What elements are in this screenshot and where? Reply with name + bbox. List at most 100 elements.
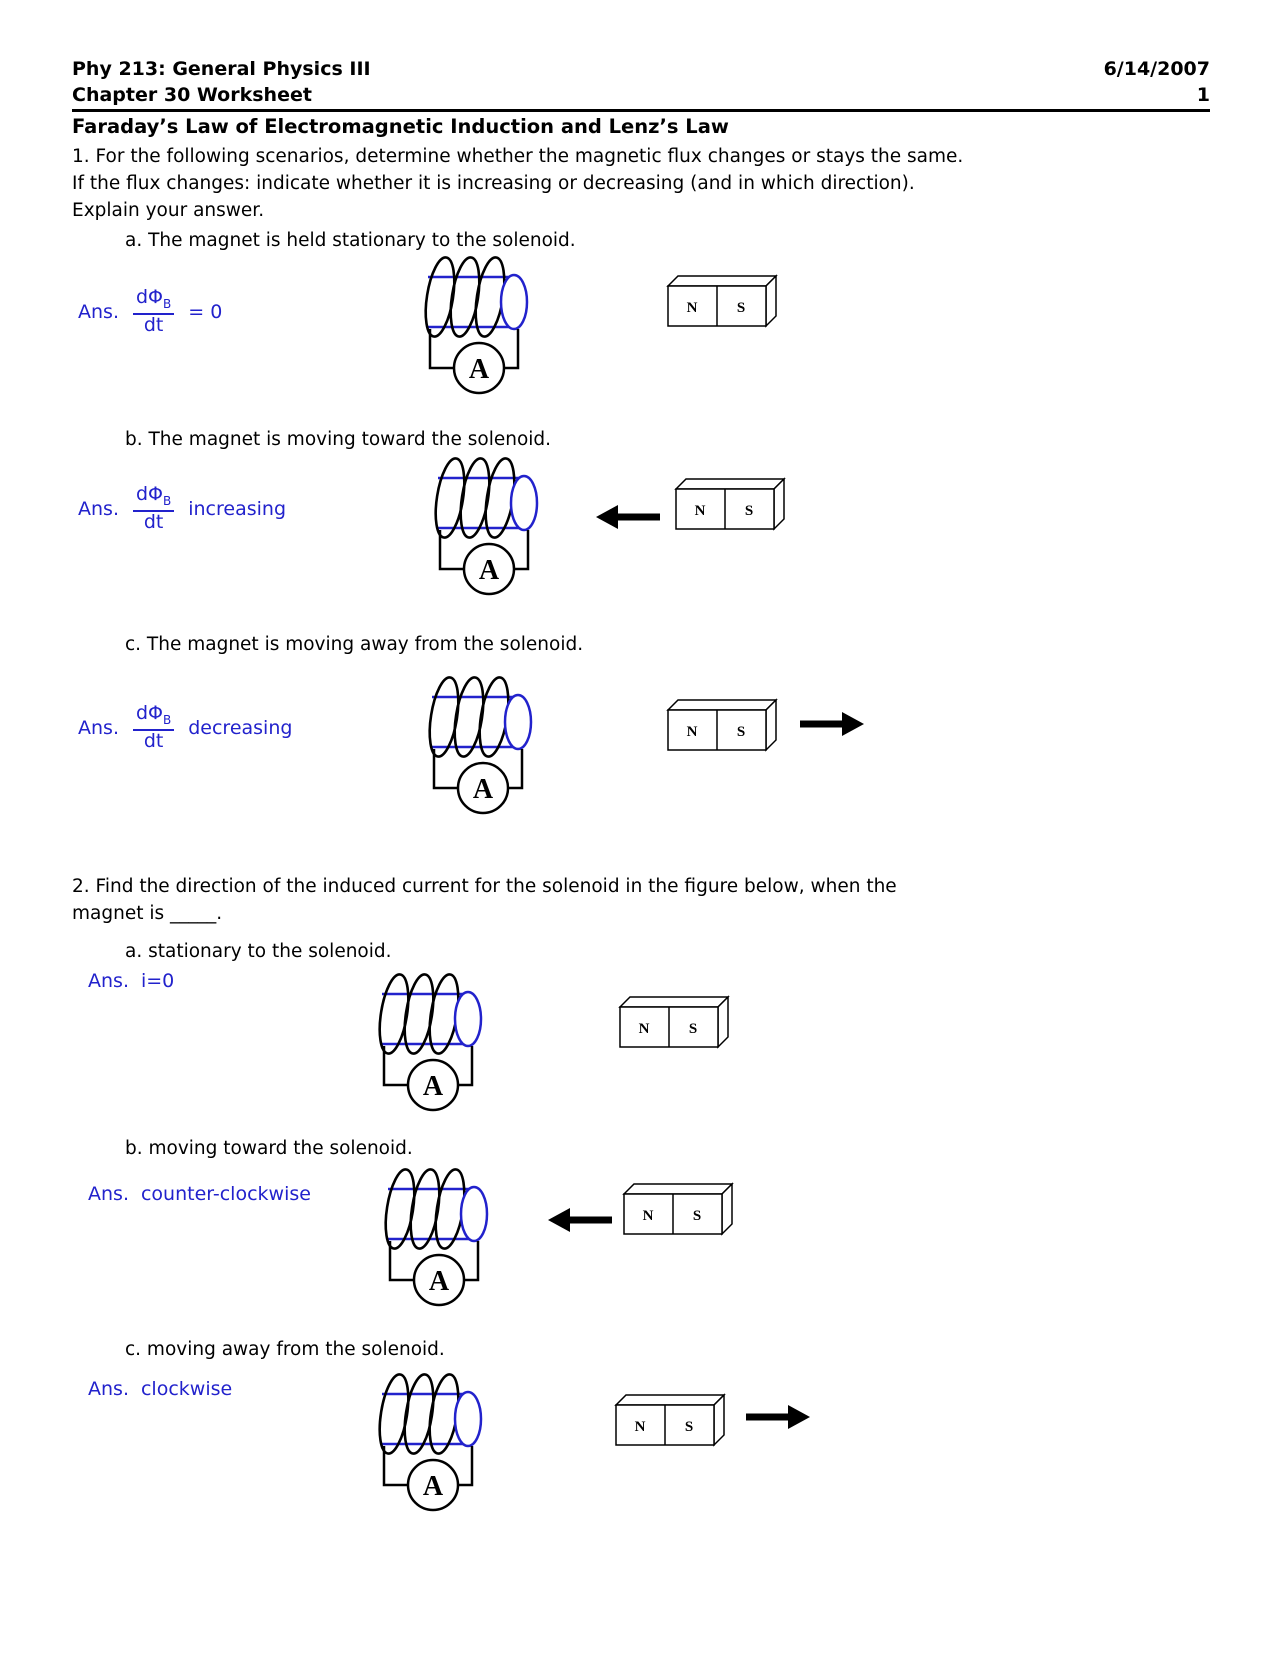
solenoid-drawing: A bbox=[378, 1373, 483, 1512]
answer-prefix: Ans. bbox=[78, 497, 119, 520]
q1-prompt-line-2: If the flux changes: indicate whether it… bbox=[72, 173, 915, 194]
solenoid-figure: A bbox=[424, 456, 554, 602]
answer-result: increasing bbox=[188, 497, 287, 520]
solenoid-drawing: A bbox=[434, 457, 539, 596]
section-title: Faraday’s Law of Electromagnetic Inducti… bbox=[72, 115, 729, 138]
q2b-answer: Ans. counter-clockwise bbox=[88, 1183, 311, 1205]
solenoid-drawing: A bbox=[384, 1168, 489, 1307]
ammeter-label: A bbox=[469, 354, 490, 385]
q1-prompt-line-1: 1. For the following scenarios, determin… bbox=[72, 146, 964, 167]
solenoid-figure: A bbox=[368, 1372, 498, 1518]
pole-n-label: N bbox=[687, 724, 698, 740]
bar-magnet: N S bbox=[622, 1182, 734, 1236]
answer-result: decreasing bbox=[188, 716, 293, 739]
header-right: 6/14/2007 1 bbox=[1104, 56, 1210, 108]
magnet-figure: N S bbox=[620, 1181, 735, 1241]
magnet-figure: N S bbox=[612, 1392, 727, 1452]
pole-s-label: S bbox=[685, 1419, 693, 1435]
answer-prefix: Ans. bbox=[88, 1183, 129, 1205]
q1c-answer: Ans. dΦB dt decreasing bbox=[78, 702, 293, 752]
q1b-figure: Ans. dΦB dt increasing A N S bbox=[72, 452, 1210, 628]
ammeter bbox=[456, 761, 510, 815]
q2-prompt-line-1: 2. Find the direction of the induced cur… bbox=[72, 876, 897, 897]
fraction-numerator: dΦB bbox=[132, 702, 175, 731]
flux-fraction: dΦB dt bbox=[132, 702, 175, 752]
q1b-answer: Ans. dΦB dt increasing bbox=[78, 483, 287, 533]
answer-value: i=0 bbox=[140, 970, 175, 992]
ammeter bbox=[412, 1253, 466, 1307]
solenoid-drawing: A bbox=[378, 973, 483, 1112]
q2c-label: c. moving away from the solenoid. bbox=[125, 1339, 445, 1360]
pole-s-label: S bbox=[737, 724, 745, 740]
course-title: Phy 213: General Physics III bbox=[72, 58, 371, 80]
bar-magnet: N S bbox=[666, 274, 778, 328]
solenoid-figure: A bbox=[368, 972, 498, 1118]
ammeter-label: A bbox=[423, 1471, 444, 1502]
page-header: Phy 213: General Physics III Chapter 30 … bbox=[72, 56, 1210, 112]
solenoid-drawing: A bbox=[428, 676, 533, 815]
q1b-label: b. The magnet is moving toward the solen… bbox=[125, 429, 552, 450]
ammeter-label: A bbox=[473, 774, 494, 805]
pole-n-label: N bbox=[643, 1208, 654, 1224]
fraction-numerator: dΦB bbox=[132, 483, 175, 512]
ammeter bbox=[452, 341, 506, 395]
solenoid-figure: A bbox=[414, 255, 544, 401]
pole-s-label: S bbox=[745, 503, 753, 519]
answer-result: = 0 bbox=[188, 300, 223, 323]
ammeter-label: A bbox=[429, 1266, 450, 1297]
page-number: 1 bbox=[1196, 84, 1210, 106]
pole-n-label: N bbox=[687, 300, 698, 316]
fraction-denominator: dt bbox=[143, 510, 164, 533]
question-1-prompt: 1. For the following scenarios, determin… bbox=[72, 143, 1162, 224]
q1a-label: a. The magnet is held stationary to the … bbox=[125, 230, 576, 251]
ammeter bbox=[406, 1458, 460, 1512]
pole-n-label: N bbox=[639, 1021, 650, 1037]
pole-s-label: S bbox=[693, 1208, 701, 1224]
question-2-prompt: 2. Find the direction of the induced cur… bbox=[72, 873, 1092, 927]
arrow-right-icon bbox=[746, 1405, 810, 1429]
ammeter bbox=[462, 542, 516, 596]
q1a-answer: Ans. dΦB dt = 0 bbox=[78, 286, 223, 336]
q2b-figure: Ans. counter-clockwise A N S bbox=[72, 1161, 1210, 1333]
pole-s-label: S bbox=[737, 300, 745, 316]
solenoid-drawing: A bbox=[424, 256, 529, 395]
q2c-answer: Ans. clockwise bbox=[88, 1378, 232, 1400]
solenoid-figure: A bbox=[418, 675, 548, 821]
ammeter-label: A bbox=[479, 555, 500, 586]
magnet-figure: N S bbox=[664, 697, 779, 757]
ammeter bbox=[406, 1058, 460, 1112]
answer-prefix: Ans. bbox=[88, 970, 129, 992]
arrow-right-icon bbox=[800, 712, 864, 736]
ammeter-label: A bbox=[423, 1071, 444, 1102]
arrow-left-icon bbox=[596, 505, 660, 529]
motion-arrow-left bbox=[548, 1205, 614, 1239]
pole-s-label: S bbox=[689, 1021, 697, 1037]
pole-n-label: N bbox=[695, 503, 706, 519]
arrow-left-icon bbox=[548, 1208, 612, 1232]
fraction-denominator: dt bbox=[143, 313, 164, 336]
magnet-figure: N S bbox=[616, 994, 731, 1054]
bar-magnet: N S bbox=[666, 698, 778, 752]
q2b-label: b. moving toward the solenoid. bbox=[125, 1138, 413, 1159]
q1c-label: c. The magnet is moving away from the so… bbox=[125, 634, 584, 655]
pole-n-label: N bbox=[635, 1419, 646, 1435]
fraction-denominator: dt bbox=[143, 729, 164, 752]
bar-magnet: N S bbox=[614, 1393, 726, 1447]
q1a-figure: Ans. dΦB dt = 0 A N S bbox=[72, 253, 1210, 423]
bar-magnet: N S bbox=[618, 995, 730, 1049]
q1c-figure: Ans. dΦB dt decreasing A N S bbox=[72, 657, 1210, 857]
answer-prefix: Ans. bbox=[78, 716, 119, 739]
header-left: Phy 213: General Physics III Chapter 30 … bbox=[72, 56, 371, 108]
solenoid-figure: A bbox=[374, 1167, 504, 1313]
worksheet-date: 6/14/2007 bbox=[1103, 58, 1210, 80]
q2-prompt-line-2: magnet is _____. bbox=[72, 903, 223, 924]
answer-value: counter-clockwise bbox=[140, 1183, 311, 1205]
bar-magnet: N S bbox=[674, 477, 786, 531]
flux-fraction: dΦB dt bbox=[132, 286, 175, 336]
magnet-figure: N S bbox=[664, 273, 779, 333]
magnet-figure: N S bbox=[672, 476, 787, 536]
q2c-figure: Ans. clockwise A N S bbox=[72, 1362, 1210, 1544]
fraction-numerator: dΦB bbox=[132, 286, 175, 315]
motion-arrow-right bbox=[798, 709, 864, 743]
